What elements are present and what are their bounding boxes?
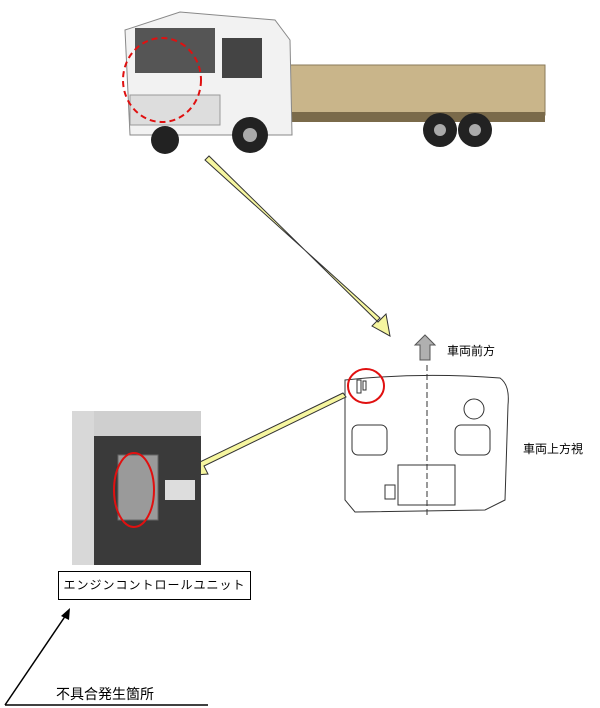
ecu-photo	[72, 411, 201, 565]
ecu-highlight-ring	[113, 452, 155, 528]
ecu-label-box: エンジンコントロールユニット	[58, 571, 251, 600]
arrow-head-icon	[61, 608, 70, 620]
truck-highlight-ring	[122, 37, 202, 123]
fault-location-label: 不具合発生箇所	[56, 687, 154, 703]
ecu-location-ring	[347, 368, 385, 404]
pointer-arrow-icon	[182, 392, 347, 477]
truck-photo	[122, 11, 546, 154]
top-view-label: 車両上方視	[523, 442, 584, 456]
pointer-arrow-icon	[204, 155, 391, 337]
front-direction-arrow-icon	[413, 334, 437, 361]
cab-top-view	[344, 365, 509, 518]
vehicle-front-label: 車両前方	[447, 344, 496, 358]
